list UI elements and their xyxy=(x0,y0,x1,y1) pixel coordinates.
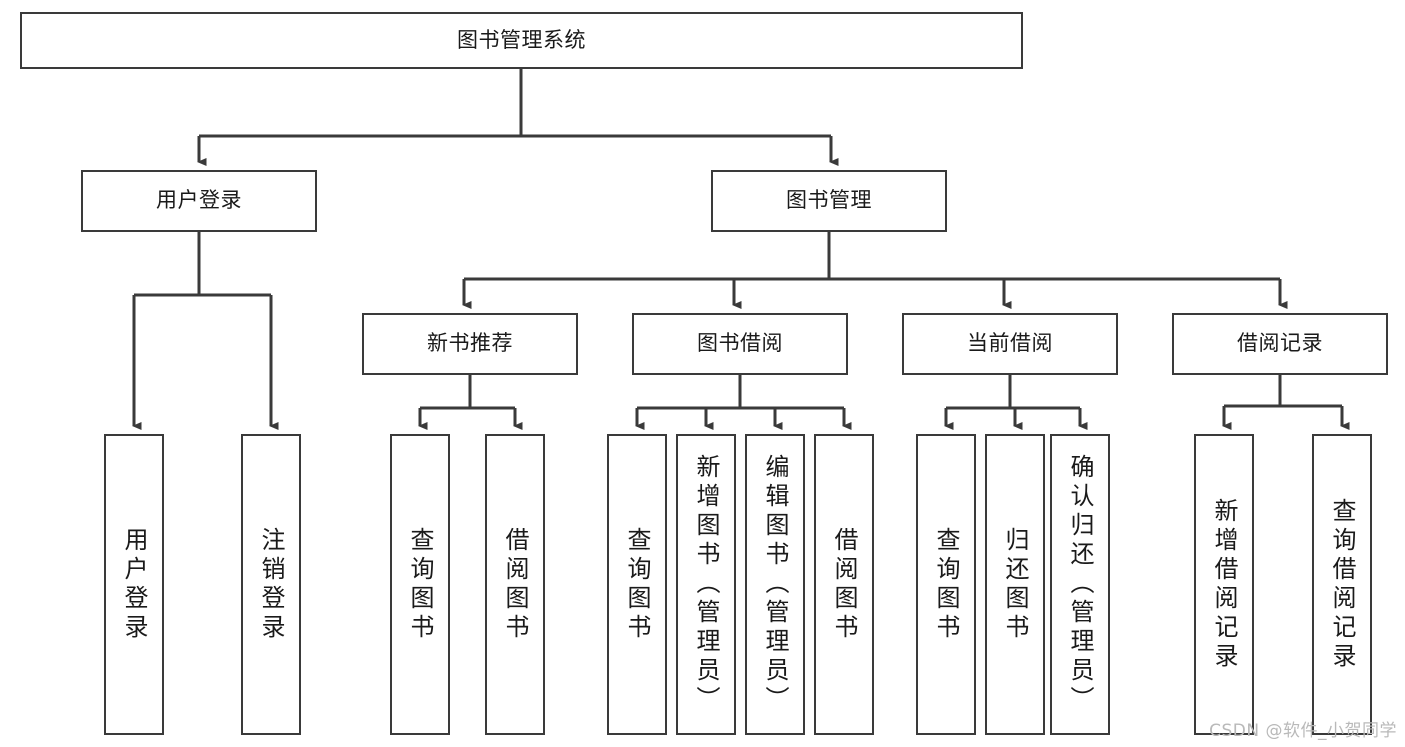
leaf-return-book[interactable]: 归还图书 xyxy=(985,434,1045,735)
node-label: 用户登录 xyxy=(120,526,148,643)
node-label: 编辑图书（管理员） xyxy=(761,454,789,715)
node-book-borrow[interactable]: 图书借阅 xyxy=(632,313,848,375)
node-root[interactable]: 图书管理系统 xyxy=(20,12,1023,69)
node-label: 借阅记录 xyxy=(1237,331,1323,356)
leaf-edit-book[interactable]: 编辑图书（管理员） xyxy=(745,434,805,735)
node-label: 查询图书 xyxy=(623,526,651,643)
node-label: 借阅图书 xyxy=(830,526,858,643)
leaf-add-record[interactable]: 新增借阅记录 xyxy=(1194,434,1254,735)
leaf-add-book[interactable]: 新增图书（管理员） xyxy=(676,434,736,735)
node-label: 注销登录 xyxy=(257,526,285,643)
node-label: 图书管理系统 xyxy=(457,27,586,52)
leaf-query-book-1[interactable]: 查询图书 xyxy=(390,434,450,735)
node-current-borrow[interactable]: 当前借阅 xyxy=(902,313,1118,375)
node-borrow-record[interactable]: 借阅记录 xyxy=(1172,313,1388,375)
leaf-query-book-2[interactable]: 查询图书 xyxy=(607,434,667,735)
leaf-borrow-book-2[interactable]: 借阅图书 xyxy=(814,434,874,735)
node-label: 新增图书（管理员） xyxy=(692,454,720,715)
node-label: 借阅图书 xyxy=(501,526,529,643)
node-new-book-rec[interactable]: 新书推荐 xyxy=(362,313,578,375)
node-label: 查询图书 xyxy=(932,526,960,643)
node-label: 当前借阅 xyxy=(967,331,1053,356)
node-label: 图书管理 xyxy=(786,188,872,213)
leaf-logout[interactable]: 注销登录 xyxy=(241,434,301,735)
node-label: 新增借阅记录 xyxy=(1210,497,1238,672)
leaf-query-record[interactable]: 查询借阅记录 xyxy=(1312,434,1372,735)
node-label: 归还图书 xyxy=(1001,526,1029,643)
leaf-query-book-3[interactable]: 查询图书 xyxy=(916,434,976,735)
node-label: 查询借阅记录 xyxy=(1328,497,1356,672)
node-label: 新书推荐 xyxy=(427,331,513,356)
node-label: 查询图书 xyxy=(406,526,434,643)
node-label: 图书借阅 xyxy=(697,331,783,356)
node-user-login[interactable]: 用户登录 xyxy=(81,170,317,232)
node-book-manage[interactable]: 图书管理 xyxy=(711,170,947,232)
leaf-user-login[interactable]: 用户登录 xyxy=(104,434,164,735)
node-label: 确认归还（管理员） xyxy=(1066,454,1094,715)
leaf-borrow-book-1[interactable]: 借阅图书 xyxy=(485,434,545,735)
leaf-confirm-return[interactable]: 确认归还（管理员） xyxy=(1050,434,1110,735)
node-label: 用户登录 xyxy=(156,188,242,213)
